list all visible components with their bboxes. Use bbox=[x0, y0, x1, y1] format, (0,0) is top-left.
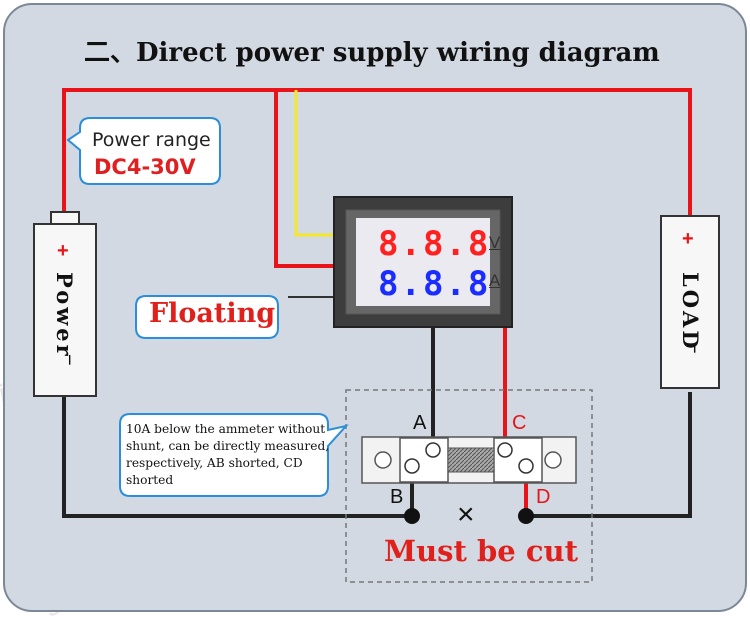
power-range-value: DC4-30V bbox=[94, 155, 196, 179]
meter-display bbox=[356, 218, 490, 306]
current-unit: A bbox=[489, 271, 501, 290]
power-range-label: Power range bbox=[92, 129, 211, 151]
terminal-screw-b bbox=[404, 458, 420, 474]
shunt-resistor bbox=[447, 447, 495, 473]
load-label: LOAD bbox=[678, 272, 703, 352]
terminal-screw-a bbox=[425, 442, 441, 458]
point-a-label: A bbox=[413, 412, 427, 434]
point-b-label: B bbox=[390, 486, 404, 508]
shunt-note: 10A below the ammeter without shunt, can… bbox=[126, 422, 330, 487]
diagram-title: 二、Direct power supply wiring diagram bbox=[84, 38, 660, 68]
junction-dot-b bbox=[404, 508, 420, 524]
yellow-wire bbox=[294, 90, 340, 237]
voltage-unit: V bbox=[489, 233, 501, 252]
current-readout: 8.8.8 bbox=[378, 264, 491, 304]
power-minus-sign: − bbox=[58, 354, 80, 366]
power-plus-sign: + bbox=[57, 240, 69, 262]
voltage-readout: 8.8.8 bbox=[378, 224, 491, 264]
power-range-callout bbox=[66, 117, 221, 185]
shunt-block-left bbox=[399, 437, 449, 483]
point-c-label: C bbox=[512, 412, 527, 434]
terminal-screw-d bbox=[518, 458, 534, 474]
terminal-screw-c bbox=[497, 442, 513, 458]
floating-label: Floating bbox=[149, 298, 276, 329]
floating-callout bbox=[135, 295, 279, 339]
power-label: Power bbox=[52, 272, 77, 359]
load-plus-sign: + bbox=[682, 228, 694, 250]
shunt-dashed-region bbox=[345, 389, 593, 583]
must-be-cut-label: Must be cut bbox=[384, 534, 578, 568]
load-minus-sign: − bbox=[683, 342, 705, 354]
junction-dot-d bbox=[518, 508, 534, 524]
power-battery bbox=[33, 223, 97, 397]
shunt-hole-right bbox=[544, 451, 562, 469]
shunt-hole-left bbox=[374, 451, 392, 469]
load-box bbox=[660, 215, 720, 389]
note-callout bbox=[119, 413, 349, 497]
cut-mark: × bbox=[457, 498, 475, 531]
point-d-label: D bbox=[536, 486, 551, 508]
battery-terminal bbox=[50, 211, 80, 225]
